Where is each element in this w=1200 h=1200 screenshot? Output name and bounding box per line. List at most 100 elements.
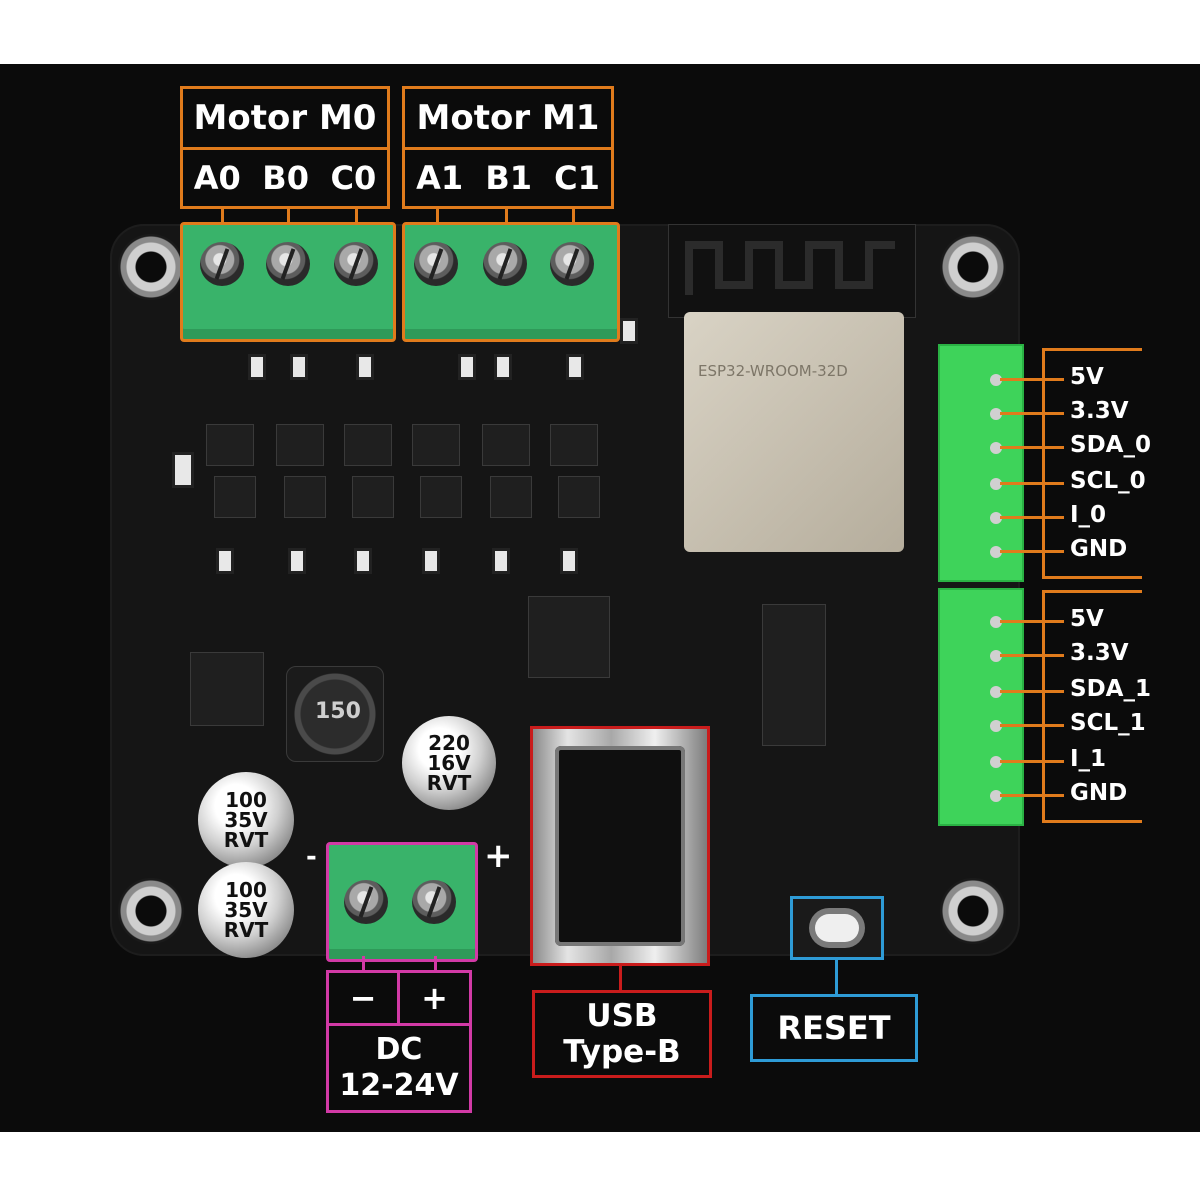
mounting-hole (118, 234, 184, 300)
regulator-chip (528, 596, 610, 678)
pin-label-b0: B0 (262, 159, 309, 197)
smd-component (288, 548, 306, 574)
usb-connector (530, 726, 710, 966)
antenna-trace-icon (685, 241, 895, 295)
mounting-hole (118, 878, 184, 944)
connector-pin (990, 616, 1002, 628)
smd-component (494, 354, 512, 380)
terminal-screw (344, 880, 388, 924)
connector-0-bracket (1042, 348, 1045, 578)
bracket-bottom (1042, 576, 1142, 579)
usb-uart-chip (762, 604, 826, 746)
smd-component (620, 318, 638, 344)
ic-chip (482, 424, 530, 466)
pin-leader (1000, 378, 1064, 381)
terminal-screw (550, 242, 594, 286)
smd-component (172, 452, 194, 488)
usb-port-opening (555, 746, 685, 946)
terminal-screw (334, 242, 378, 286)
pin-leader (1000, 482, 1064, 485)
conn0-pin-gnd: GND (1070, 536, 1128, 562)
pin-label-b1: B1 (485, 159, 532, 197)
connector-pin (990, 790, 1002, 802)
terminal-screw (200, 242, 244, 286)
connector-pin (990, 686, 1002, 698)
ic-chip (344, 424, 392, 466)
cap-brand: RVT (426, 771, 472, 795)
esp32-module-antenna (668, 224, 916, 318)
reset-button-cap (815, 914, 859, 942)
conn1-pin-sda: SDA_1 (1070, 676, 1151, 702)
dc-title-line1: DC (375, 1032, 423, 1067)
ic-chip (550, 424, 598, 466)
conn1-pin-i: I_1 (1070, 746, 1107, 772)
inductor-marking: 150 (315, 699, 361, 724)
usb-label-line2: Type-B (563, 1034, 681, 1070)
pin-leader (1000, 654, 1064, 657)
usb-label: USB Type-B (532, 990, 712, 1078)
mounting-hole (940, 878, 1006, 944)
pin-label-a1: A1 (416, 159, 464, 197)
conn1-pin-3v3: 3.3V (1070, 640, 1129, 666)
capacitor: 220 16V RVT (402, 716, 496, 810)
pin-label-c0: C0 (330, 159, 377, 197)
terminal-screw (266, 242, 310, 286)
dc-title-line2: 12-24V (339, 1068, 459, 1103)
motor-m1-title: Motor M1 (402, 86, 614, 150)
bracket-bottom (1042, 820, 1142, 823)
regulator-chip (190, 652, 264, 726)
smd-component (216, 548, 234, 574)
conn0-pin-sda: SDA_0 (1070, 432, 1151, 458)
pin-leader (1000, 446, 1064, 449)
cap-brand: RVT (223, 918, 269, 942)
terminal-screw (412, 880, 456, 924)
bracket-top (1042, 348, 1142, 351)
pin-leader (1000, 760, 1064, 763)
connector-pin (990, 512, 1002, 524)
pin-leader (1000, 620, 1064, 623)
ic-chip (558, 476, 600, 518)
connector-pin (990, 756, 1002, 768)
leader-line (835, 960, 838, 996)
connector-pin (990, 374, 1002, 386)
esp32-module-shield: ESP32-WROOM-32D (684, 312, 904, 552)
pin-label-c1: C1 (554, 159, 600, 197)
ic-chip (276, 424, 324, 466)
pin-leader (1000, 794, 1064, 797)
ic-chip (214, 476, 256, 518)
leader-line (362, 956, 365, 972)
pin-label-a0: A0 (193, 159, 241, 197)
connector-pin (990, 720, 1002, 732)
dc-power-label: DC 12-24V (326, 1023, 472, 1113)
dc-minus-label: − (326, 970, 400, 1026)
board-plus-mark: + (484, 836, 513, 876)
leader-line (434, 956, 437, 972)
cap-voltage: 16V (427, 751, 471, 775)
connector-pin (990, 546, 1002, 558)
cap-brand: RVT (223, 828, 269, 852)
pin-leader (1000, 412, 1064, 415)
connector-pin (990, 650, 1002, 662)
connector-pin (990, 442, 1002, 454)
leader-line (619, 966, 622, 992)
cap-value: 220 (428, 731, 470, 755)
reset-button[interactable] (790, 896, 884, 960)
board-minus-mark: - (306, 842, 317, 872)
conn0-pin-scl: SCL_0 (1070, 468, 1146, 494)
smd-component (566, 354, 584, 380)
connector-pin (990, 478, 1002, 490)
pin-leader (1000, 516, 1064, 519)
conn1-pin-5v: 5V (1070, 606, 1104, 632)
capacitor: 100 35V RVT (198, 772, 294, 868)
smd-component (422, 548, 440, 574)
pin-leader (1000, 690, 1064, 693)
motor-m0-title: Motor M0 (180, 86, 390, 150)
ic-chip (420, 476, 462, 518)
motor-m1-pins: A1 B1 C1 (402, 147, 614, 209)
cap-value: 100 (225, 878, 267, 902)
connector-pin (990, 408, 1002, 420)
conn0-pin-i: I_0 (1070, 502, 1107, 528)
smd-component (290, 354, 308, 380)
conn0-pin-5v: 5V (1070, 364, 1104, 390)
reset-label: RESET (750, 994, 918, 1062)
